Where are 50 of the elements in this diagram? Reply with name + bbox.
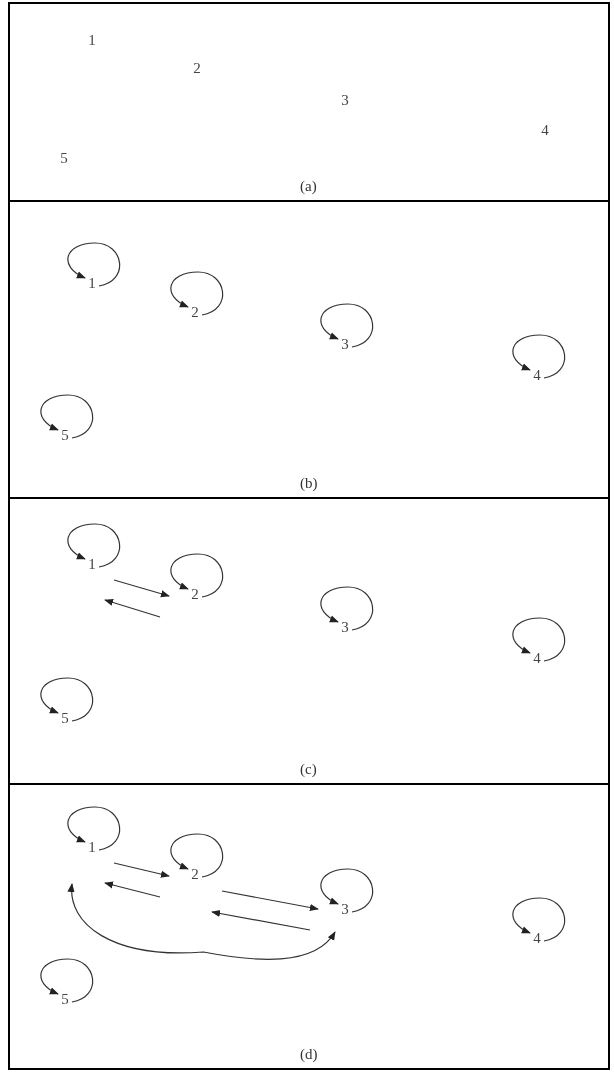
panel — [8, 2, 610, 202]
node-number: 4 — [530, 929, 544, 947]
self-loop-arrow — [170, 553, 224, 598]
node-number: 3 — [338, 900, 352, 918]
self-loop-arrow — [40, 394, 94, 439]
node-number: 3 — [338, 335, 352, 353]
self-loop-arrow — [170, 271, 224, 316]
arrow — [113, 579, 170, 598]
self-loop-arrow — [40, 958, 94, 1003]
self-loop-arrow — [170, 833, 224, 878]
self-loop-arrow — [320, 586, 374, 631]
node-number: 5 — [58, 426, 72, 444]
self-loop-arrow — [512, 897, 566, 942]
self-loop-arrow — [67, 523, 121, 568]
node-number: 4 — [530, 366, 544, 384]
node-number: 1 — [85, 555, 99, 573]
node-number: 3 — [338, 618, 352, 636]
panel-caption: (c) — [300, 762, 317, 777]
node-number: 5 — [58, 709, 72, 727]
node-number: 1 — [85, 274, 99, 292]
node-number: 5 — [57, 149, 71, 167]
self-loop-arrow — [40, 677, 94, 722]
arrow — [104, 881, 161, 898]
panel — [8, 783, 610, 1070]
node-number: 4 — [538, 121, 552, 139]
node-number: 1 — [85, 31, 99, 49]
panel-caption: (b) — [300, 476, 318, 491]
self-loop-arrow — [67, 806, 121, 851]
arrow — [113, 862, 170, 878]
arrow — [221, 890, 319, 912]
arrow — [68, 883, 336, 960]
arrow — [104, 598, 161, 618]
node-number: 3 — [338, 91, 352, 109]
node-number: 5 — [58, 990, 72, 1008]
panel — [8, 497, 610, 785]
arrow — [211, 909, 311, 931]
node-number: 2 — [188, 865, 202, 883]
self-loop-arrow — [512, 617, 566, 662]
panel-caption: (d) — [300, 1047, 318, 1062]
node-number: 4 — [530, 649, 544, 667]
node-number: 1 — [85, 838, 99, 856]
node-number: 2 — [188, 303, 202, 321]
node-number: 2 — [190, 59, 204, 77]
self-loop-arrow — [512, 334, 566, 379]
self-loop-arrow — [320, 868, 374, 913]
node-number: 2 — [188, 585, 202, 603]
self-loop-arrow — [320, 303, 374, 348]
panel — [8, 200, 610, 499]
panel-caption: (a) — [300, 179, 317, 194]
self-loop-arrow — [67, 242, 121, 287]
